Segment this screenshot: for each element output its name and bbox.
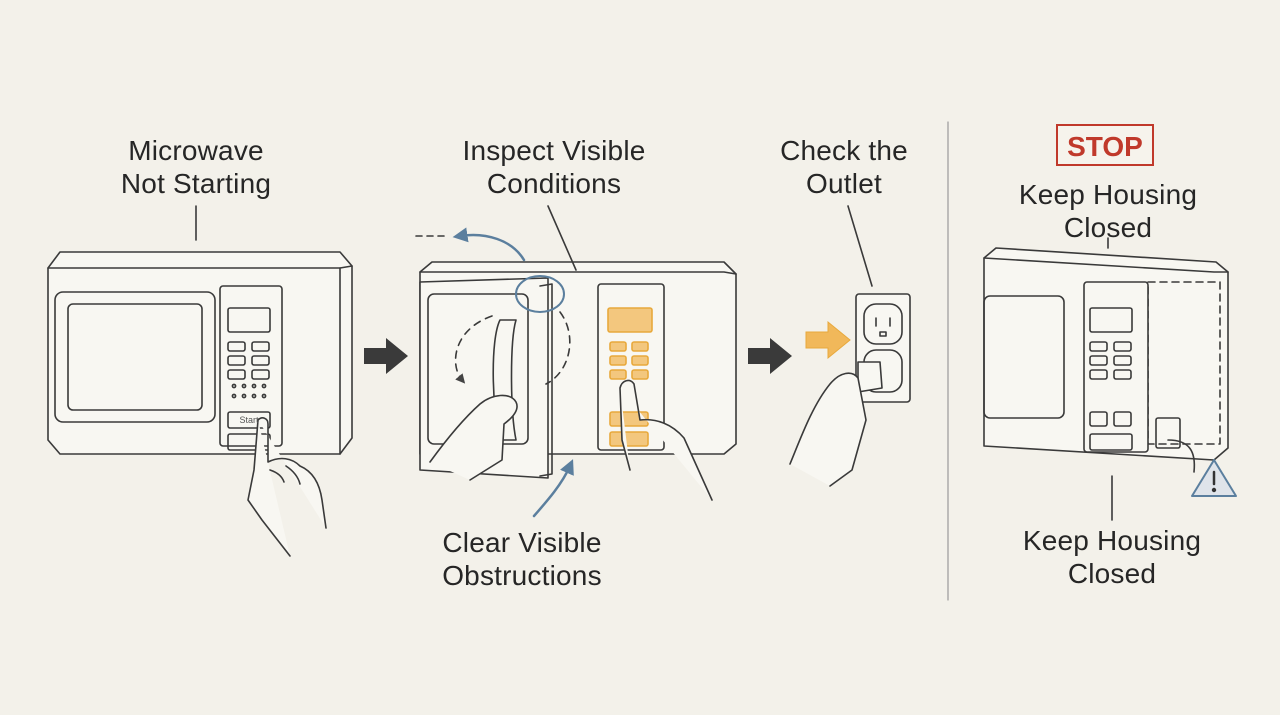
step-clear-visible-obstructions-label: Clear Visible Obstructions (414, 526, 630, 592)
warning-triangle-icon (1191, 459, 1237, 497)
label-line: Check the (780, 135, 908, 166)
stop-badge: STOP (1056, 124, 1154, 166)
label-line: Clear Visible (442, 527, 602, 558)
keep-housing-closed-bottom-label: Keep Housing Closed (1008, 524, 1216, 590)
plug-icon (857, 361, 883, 393)
microwave-housing-closed-illustration (983, 237, 1229, 521)
label-line: Closed (1067, 558, 1157, 589)
keep-housing-closed-top-label: Keep Housing Closed (1004, 178, 1212, 244)
microwave-inspect-illustration (415, 205, 737, 518)
step-inspect-visible-conditions-label: Inspect Visible Conditions (434, 134, 674, 200)
label-line: Outlet (806, 168, 882, 199)
label-line: Keep Housing (1022, 525, 1202, 556)
microwave-not-starting-illustration (47, 205, 353, 557)
label-line: Obstructions (442, 560, 602, 591)
label-line: Inspect Visible (462, 135, 646, 166)
label-line: Keep Housing (1018, 179, 1198, 210)
label-line: Conditions (486, 168, 622, 199)
label-line: Closed (1063, 212, 1153, 243)
outlet-illustration (789, 205, 911, 487)
label-line: Not Starting (120, 168, 272, 199)
hand-icon (247, 417, 327, 557)
arrow-right-icon (364, 320, 851, 374)
step-microwave-not-starting-label: Microwave Not Starting (96, 134, 296, 200)
step-check-outlet-label: Check the Outlet (764, 134, 924, 200)
start-button-text: Start (239, 415, 259, 425)
label-line: Microwave (128, 135, 264, 166)
